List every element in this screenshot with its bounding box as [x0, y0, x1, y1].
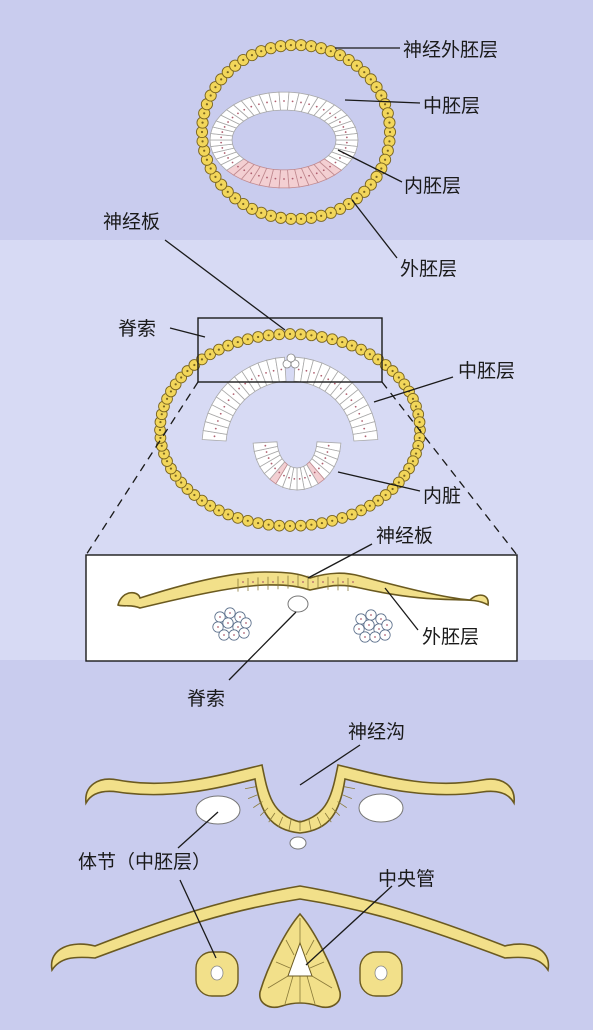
leader-central-canal: [305, 885, 393, 966]
leader-mid-notochord: [169, 327, 206, 338]
leader-mid-neural-plate: [164, 239, 286, 331]
somite-left: [195, 795, 241, 825]
zoom-line-right: [381, 381, 518, 556]
stage-3-neural-plate: [117, 571, 489, 643]
somite-right: [358, 793, 404, 823]
label-mid-neural-plate: 神经板: [103, 211, 160, 233]
label-neural-ectoderm: 神经外胚层: [403, 39, 498, 61]
label-inset-neural-plate: 神经板: [376, 525, 433, 547]
stage-2-neurula: [154, 317, 426, 532]
label-top-ectoderm: 外胚层: [400, 258, 457, 280]
notochord-small: [282, 353, 300, 369]
label-groove: 神经沟: [348, 721, 405, 743]
mesoderm-cluster-right: [353, 609, 393, 643]
somite-left-lower-cavity: [210, 965, 224, 981]
leader-inset-neural-plate: [307, 543, 373, 579]
leader-mid-viscera: [337, 471, 421, 492]
leader-top-ectoderm: [351, 199, 398, 259]
neural-groove-cells: [244, 786, 356, 831]
neural-plate-cells: [237, 575, 354, 592]
viscera-endoderm: [252, 441, 342, 491]
stage-1-gastrula: [195, 39, 397, 225]
label-mid-notochord: 脊索: [118, 318, 156, 340]
leader-groove: [299, 744, 361, 786]
label-top-endoderm: 内胚层: [404, 175, 461, 197]
label-mid-mesoderm: 中胚层: [458, 360, 515, 382]
leader-inset-notochord: [228, 611, 297, 681]
leader-top-endoderm: [337, 149, 403, 183]
label-mid-viscera: 内脏: [423, 485, 461, 507]
mesoderm-ring: [209, 91, 359, 189]
label-inset-notochord: 脊索: [187, 688, 225, 710]
leader-somite-lower: [179, 879, 217, 959]
zoom-line-left: [85, 381, 199, 556]
label-central-canal: 中央管: [378, 868, 435, 890]
stage-4-neural-groove: [85, 764, 515, 850]
central-canal: [287, 941, 313, 977]
stage-5-neural-tube: [50, 885, 550, 1008]
label-top-mesoderm: 中胚层: [423, 95, 480, 117]
leader-inset-ectoderm: [384, 587, 419, 631]
leader-top-mesoderm: [344, 99, 421, 104]
ectoderm-cell-ring-2: [154, 328, 426, 532]
neural-tube-cells: [267, 918, 333, 1005]
label-inset-ectoderm: 外胚层: [422, 626, 479, 648]
inset-notochord: [287, 595, 309, 613]
leader-somite: [177, 811, 219, 849]
ectoderm-cell-ring: [195, 39, 397, 225]
mesoderm-cluster-left: [212, 607, 252, 641]
somite-right-lower-cavity: [374, 965, 388, 981]
leader-mid-mesoderm: [373, 376, 454, 403]
inset-ectoderm-band: [117, 571, 489, 609]
groove-ectoderm-band: [85, 764, 515, 834]
groove-notochord: [289, 836, 307, 850]
label-somite: 体节（中胚层）: [78, 851, 211, 873]
zoom-box: [197, 317, 383, 383]
